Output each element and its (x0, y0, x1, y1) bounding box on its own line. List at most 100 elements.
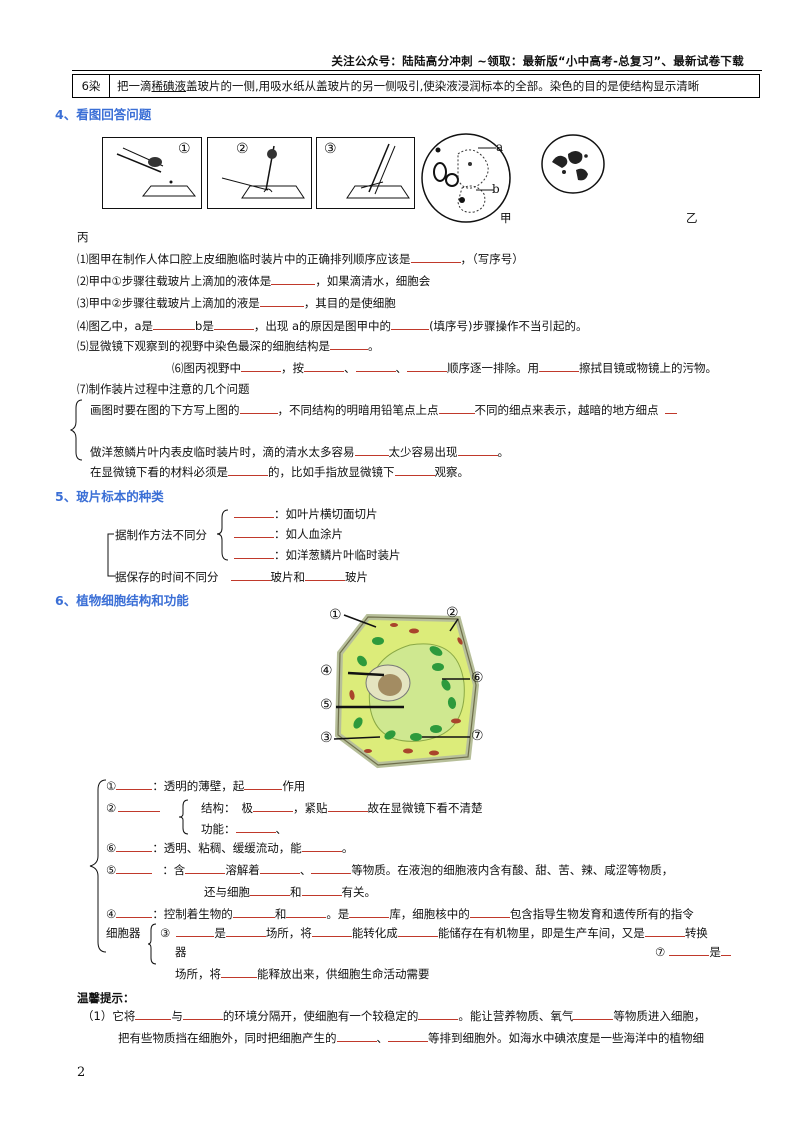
by-time-row: 据保存的时间不同分玻片和玻片 (115, 569, 368, 584)
answer-blank[interactable] (388, 1030, 428, 1042)
answer-blank[interactable] (311, 925, 352, 937)
answer-blank[interactable] (644, 925, 685, 937)
answer-blank[interactable] (271, 273, 316, 285)
question-3: ⑶甲中②步骤往载玻片上滴加的液是，其目的是使细胞 (77, 295, 396, 310)
answer-blank[interactable] (116, 778, 153, 790)
page-header: 关注公众号：陆陆高分冲刺 ~领取：最新版“小中高考-总复习”、最新试卷下载 (331, 54, 744, 68)
answer-blank[interactable] (230, 569, 271, 581)
cell-structure-brace (89, 779, 107, 953)
cell-wall-line: ①：透明的薄壁，起作用 (106, 778, 306, 793)
answer-blank[interactable] (304, 360, 344, 372)
answer-blank[interactable] (418, 1008, 459, 1020)
note-1: 画图时要在图的下方写上图的，不同结构的明暗用铅笔点上点不同的细点来表示，越暗的地… (90, 402, 677, 418)
answer-blank[interactable] (397, 925, 438, 937)
answer-blank[interactable] (354, 444, 389, 456)
answer-blank[interactable] (573, 1008, 614, 1020)
answer-blank[interactable] (438, 402, 475, 414)
fig-num-3: ③ (324, 141, 337, 157)
answer-blank[interactable] (330, 338, 368, 350)
answer-blank[interactable] (327, 800, 368, 812)
step3-figure (316, 137, 415, 209)
answer-blank[interactable] (234, 526, 274, 538)
tip-1: （1）它将与的环境分隔开，使细胞有一个较稳定的。能让营养物质、氧气等物质进入细胞… (82, 1008, 706, 1023)
answer-blank[interactable] (311, 862, 352, 874)
note-3: 在显微镜下看的材料必须是的，比如手指放显微镜下观察。 (90, 464, 469, 479)
answer-blank[interactable] (336, 1030, 377, 1042)
answer-blank[interactable] (234, 506, 274, 518)
section5-title: 5、玻片标本的种类 (55, 489, 164, 504)
slide-type-2: ：如人血涂片 (234, 526, 343, 542)
question-1: ⑴图甲在制作人体口腔上皮细胞临时装片中的正确排列顺序应该是，（写序号） (77, 251, 524, 266)
answer-blank[interactable] (394, 464, 435, 476)
caption-yi: 乙 (686, 211, 698, 225)
cell-label-6: ⑥ (471, 670, 484, 686)
answer-blank[interactable] (469, 906, 510, 918)
answer-blank[interactable] (407, 360, 447, 372)
answer-blank[interactable] (213, 318, 254, 330)
answer-blank[interactable] (349, 906, 390, 918)
answer-blank[interactable] (669, 944, 710, 956)
answer-blank[interactable] (232, 906, 275, 918)
section5-braces (107, 509, 229, 577)
answer-blank[interactable] (225, 925, 266, 937)
answer-blank[interactable] (539, 360, 579, 372)
answer-blank[interactable] (228, 464, 268, 476)
question-7: ⑺制作装片过程中注意的几个问题 (77, 382, 250, 396)
answer-blank[interactable] (239, 402, 278, 414)
answer-blank[interactable] (355, 360, 396, 372)
answer-blank[interactable] (259, 295, 304, 307)
section4-title: 4、看图回答问题 (55, 107, 152, 122)
answer-blank[interactable] (457, 444, 498, 456)
answer-blank[interactable] (116, 840, 153, 852)
cell-label-3: ③ (320, 730, 333, 746)
step1-figure (102, 137, 202, 209)
nucleus-line: ④：控制着生物的和。是库，细胞核中的包含指导生物发育和遗传所有的指令 (106, 906, 694, 921)
answer-blank[interactable] (301, 840, 342, 852)
answer-blank[interactable] (182, 1008, 223, 1020)
microscope-view-yi (421, 133, 511, 223)
fig-num-2: ② (236, 141, 249, 157)
vacuole-line-2: 还与细胞和有关。 (204, 884, 376, 899)
coverslip-illustration (346, 143, 410, 199)
answer-blank[interactable] (153, 318, 196, 330)
dropper-illustration (116, 147, 197, 197)
cell-label-5: ⑤ (320, 697, 333, 713)
label-b: b (492, 182, 500, 196)
microscope-view-bing (541, 134, 605, 194)
tips-title: 温馨提示： (77, 991, 135, 1005)
tip-1-cont: 把有些物质挡在细胞外，同时把细胞产生的、等排到细胞外。如海水中碘浓度是一些海洋中… (118, 1030, 704, 1045)
answer-blank[interactable] (286, 906, 327, 918)
answer-blank[interactable] (135, 1008, 172, 1020)
answer-blank[interactable] (244, 778, 283, 790)
answer-blank[interactable] (253, 800, 293, 812)
fig-num-1: ① (178, 141, 191, 157)
answer-blank[interactable] (720, 944, 731, 956)
answer-blank[interactable] (116, 906, 153, 918)
answer-blank[interactable] (259, 862, 300, 874)
answer-blank[interactable] (301, 884, 342, 896)
mitochondria (349, 623, 463, 756)
cell-membrane-line: ② (106, 800, 161, 815)
chloroplasts (353, 637, 457, 741)
step2-figure (207, 137, 312, 209)
answer-blank[interactable] (118, 800, 161, 812)
plant-cell-diagram (333, 613, 480, 769)
slide-type-3: ：如洋葱鳞片叶临时装片 (234, 547, 401, 563)
answer-blank[interactable] (664, 402, 677, 414)
answer-blank[interactable] (305, 569, 345, 581)
answer-blank[interactable] (391, 318, 430, 330)
answer-blank[interactable] (234, 547, 274, 559)
answer-blank[interactable] (221, 966, 257, 978)
answer-blank[interactable] (116, 862, 153, 874)
answer-blank[interactable] (185, 862, 226, 874)
answer-blank[interactable] (176, 925, 215, 937)
cytoplasm-line: ⑥：透明、粘稠、缓缓流动，能。 (106, 840, 354, 855)
caption-jia: 甲 (500, 211, 512, 225)
answer-blank[interactable] (250, 884, 290, 896)
by-method-label: 据制作方法不同分 (115, 528, 207, 542)
answer-blank[interactable] (235, 821, 276, 833)
answer-blank[interactable] (410, 251, 461, 263)
answer-blank[interactable] (241, 360, 281, 372)
scraper-illustration (221, 145, 305, 199)
